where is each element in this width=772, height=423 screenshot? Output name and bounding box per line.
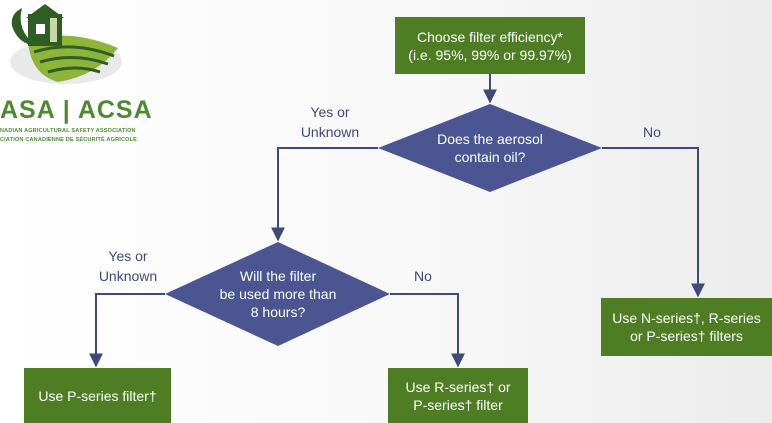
logo-emblem-icon (10, 4, 122, 84)
hours-yes-label: Yes or Unknown (98, 248, 158, 284)
arrow-oil-yes (271, 147, 378, 242)
decision-hours-line2: be used more than (219, 286, 337, 302)
decision-oil-text: Does the aerosol contain oil? (420, 130, 560, 166)
result-n-box: Use N-series†, R-series or P-series† fil… (601, 298, 772, 356)
result-p-line1: Use P-series filter† (38, 387, 157, 404)
decision-oil-line2: contain oil? (454, 149, 526, 165)
arrow-hours-no (390, 293, 465, 368)
diamond-hours (165, 242, 390, 346)
arrow-oil-no (602, 147, 705, 298)
decision-hours-line3: 8 hours? (250, 304, 306, 320)
diamond-oil (378, 104, 602, 192)
result-r-line2: P-series† filter (413, 396, 503, 413)
logo: ASA | ACSA NADIAN AGRICULTURAL SAFETY AS… (0, 0, 160, 160)
start-box: Choose filter efficiency* (i.e. 95%, 99%… (395, 17, 585, 74)
start-line2: (i.e. 95%, 99% or 99.97%) (408, 46, 572, 63)
start-line1: Choose filter efficiency* (416, 28, 564, 45)
result-r-box: Use R-series† or P-series† filter (388, 368, 528, 423)
oil-no-label: No (643, 124, 661, 140)
decision-oil-line1: Does the aerosol (437, 131, 543, 147)
oil-yes-label: Yes or Unknown (300, 104, 360, 140)
result-p-box: Use P-series filter† (24, 368, 171, 423)
hours-no-label: No (414, 268, 432, 284)
decision-hours-text: Will the filter be used more than 8 hour… (203, 267, 353, 321)
result-n-line1: Use N-series†, R-series (612, 310, 761, 326)
logo-subtitle-fr: CIATION CANADIENNE DE SÉCURITÉ AGRICOLE (0, 137, 138, 143)
decision-hours-line1: Will the filter (239, 268, 317, 284)
result-n-line2: or P-series† filters (630, 328, 743, 344)
logo-subtitle-en: NADIAN AGRICULTURAL SAFETY ASSOCIATION (0, 128, 136, 134)
logo-name: ASA | ACSA (0, 96, 153, 124)
result-r-line1: Use R-series† or (405, 378, 511, 395)
arrow-hours-yes (89, 293, 165, 368)
